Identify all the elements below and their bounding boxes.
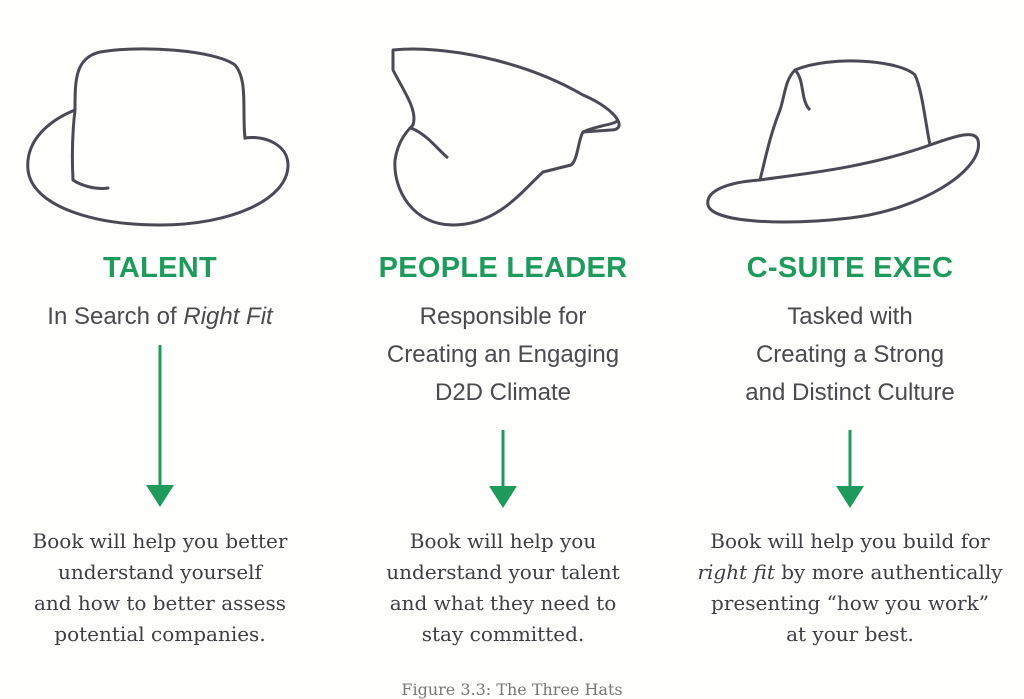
desc-line: Book will help you: [409, 529, 597, 553]
desc-line: understand yourself: [58, 560, 262, 584]
subtitle-line: Creating a Strong: [755, 341, 945, 368]
talent-subtitle: In Search of Right Fit: [0, 298, 320, 336]
subtitle-line: Tasked with: [787, 303, 913, 330]
desc-line: and what they need to: [389, 591, 617, 615]
subtitle-emphasis: Right Fit: [183, 303, 273, 330]
down-arrow-icon: [489, 430, 517, 508]
cap-hat-icon: [391, 47, 621, 227]
desc-line: presenting “how you work”: [711, 591, 989, 615]
figure-caption: Figure 3.3: The Three Hats: [401, 680, 623, 699]
desc-line: Book will help you build for: [710, 529, 990, 553]
subtitle-line: and Distinct Culture: [745, 379, 955, 406]
subtitle-line: Creating an Engaging: [386, 341, 620, 368]
down-arrow-icon: [836, 430, 864, 508]
subtitle-text: In Search of: [47, 303, 184, 330]
subtitle-line: D2D Climate: [434, 379, 572, 406]
desc-line: right fit by more authentically: [690, 557, 1010, 588]
people-leader-title: PEOPLE LEADER: [378, 252, 628, 284]
bowler-hat-icon: [26, 47, 290, 227]
desc-line: stay committed.: [421, 622, 585, 646]
subtitle-line: Responsible for: [419, 303, 587, 330]
c-suite-subtitle: Tasked with Creating a Strong and Distin…: [690, 298, 1010, 412]
people-leader-subtitle: Responsible for Creating an Engaging D2D…: [343, 298, 663, 412]
desc-line: potential companies.: [54, 622, 266, 646]
talent-title: TALENT: [102, 252, 218, 284]
desc-emphasis: right fit: [697, 560, 775, 584]
c-suite-title: C-SUITE EXEC: [746, 252, 954, 284]
down-arrow-icon: [146, 345, 174, 507]
people-leader-description: Book will help you understand your talen…: [343, 526, 663, 650]
desc-line: understand your talent: [386, 560, 620, 584]
fedora-hat-icon: [706, 59, 980, 224]
c-suite-description: Book will help you build for right fit b…: [690, 526, 1010, 650]
desc-line: Book will help you better: [32, 529, 288, 553]
desc-line: and how to better assess: [33, 591, 287, 615]
talent-description: Book will help you better understand you…: [0, 526, 320, 650]
desc-line: at your best.: [786, 622, 914, 646]
desc-text: by more authentically: [774, 560, 1003, 584]
